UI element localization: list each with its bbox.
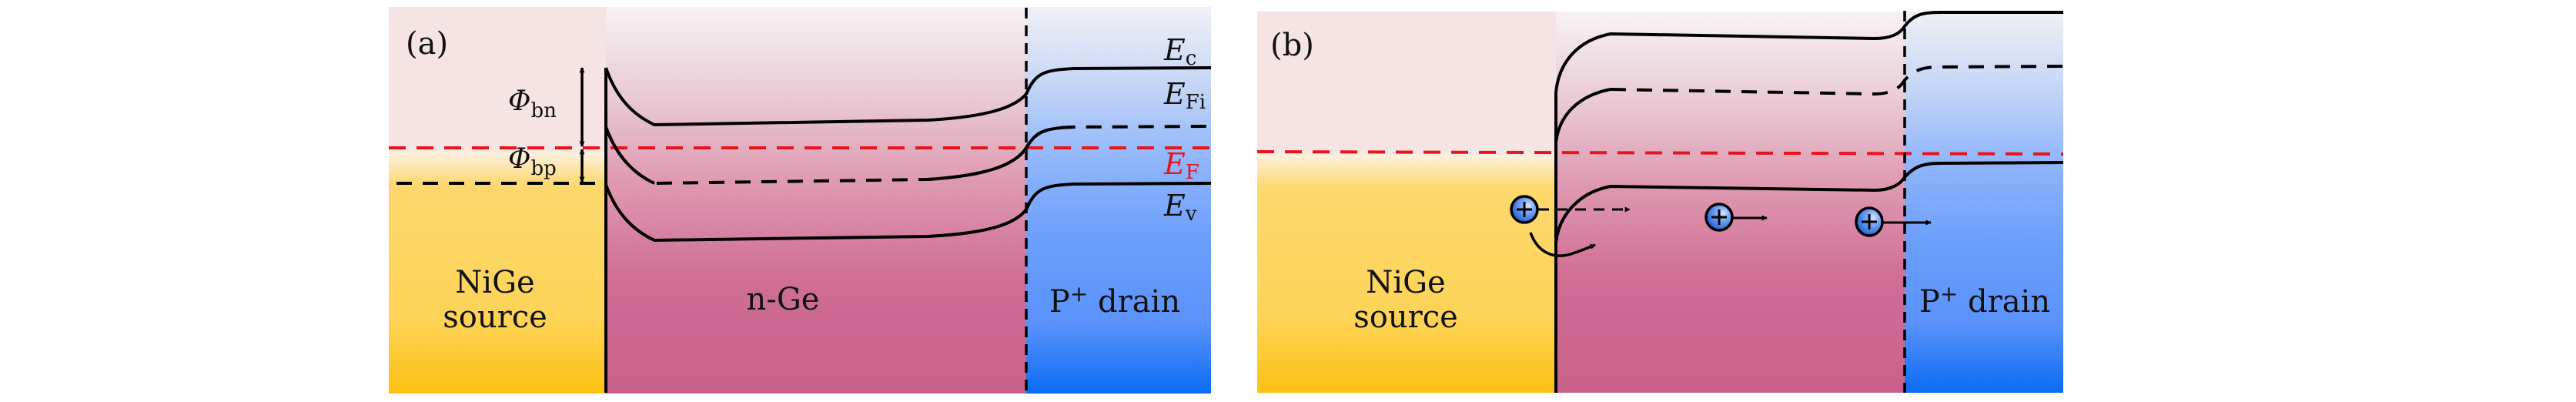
- conduction-band-ec: [604, 66, 1212, 127]
- valence-band-ev: [1554, 161, 2064, 243]
- drain-label: P+ drain: [1049, 281, 1180, 320]
- source-region: [389, 7, 606, 394]
- valence-band-ev: [604, 182, 1212, 243]
- channel-label: n-Ge: [747, 282, 820, 317]
- source-region: [1257, 12, 1556, 393]
- ec-label: Ec: [1163, 33, 1196, 70]
- panel-a-tag: (a): [406, 26, 448, 62]
- hole-carrier: [1855, 206, 1884, 237]
- phi-bp-label: Φbp: [508, 143, 557, 180]
- fermi-level-line: [1256, 150, 2064, 156]
- panel-b-tag: (b): [1270, 28, 1314, 63]
- source-label-line1: NiGe: [1366, 265, 1445, 300]
- hole-carrier: [1705, 203, 1734, 232]
- ef-label: EF: [1163, 147, 1199, 184]
- hole-carrier: [1510, 195, 1539, 224]
- efi-bend-right: [927, 126, 1075, 181]
- thermionic-arrow: [1529, 232, 1596, 257]
- intrinsic-level-efi: [1610, 65, 2064, 96]
- drain-region: [1905, 12, 2063, 393]
- conduction-band-ec: [1554, 11, 2063, 93]
- efi-label: EFi: [1163, 77, 1206, 114]
- ev-label: Ev: [1163, 189, 1197, 226]
- channel-region: [1556, 12, 1905, 393]
- efi-bend-left: [604, 126, 655, 185]
- source-label-line2: source: [1353, 300, 1458, 335]
- source-label-line1: NiGe: [455, 265, 534, 300]
- channel-region: [606, 7, 1026, 394]
- panel-b: (b) NiGe source P+ drain: [1256, 11, 2064, 393]
- source-label-line2: source: [443, 300, 547, 335]
- drain-label: P+ drain: [1919, 281, 2050, 320]
- efi-bend-left: [1554, 88, 1611, 143]
- phi-bn-label: Φbn: [508, 85, 557, 122]
- panel-a: (a) Φbn Φbp NiGe source n-Ge P+ drain Ec…: [389, 7, 1212, 394]
